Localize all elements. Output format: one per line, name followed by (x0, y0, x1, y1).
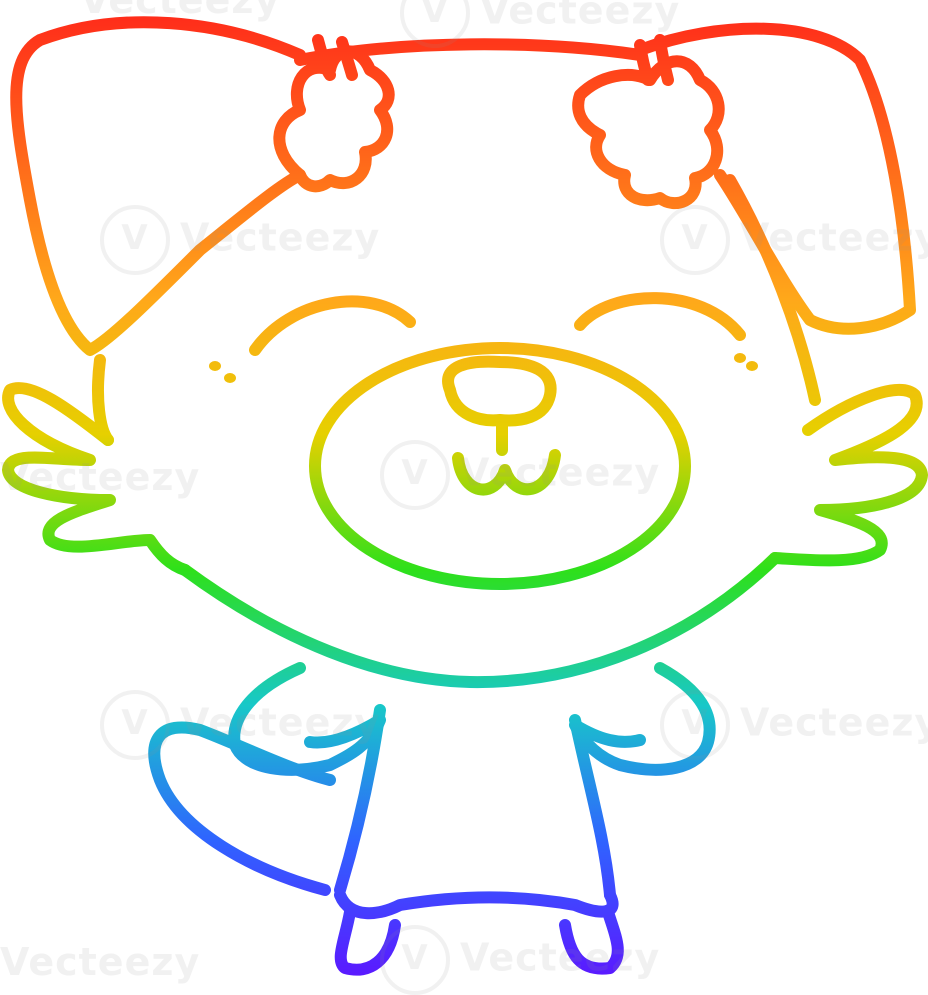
muzzle (309, 342, 691, 590)
freckle (209, 361, 221, 371)
right-leg (559, 906, 624, 975)
tail (148, 721, 336, 896)
right-arm (569, 662, 716, 776)
lower-face (179, 552, 781, 689)
left-paw (273, 45, 395, 193)
left-arm (228, 662, 386, 776)
mouth (452, 418, 561, 496)
left-ear (10, 16, 306, 356)
left-cheek-fur (2, 382, 191, 576)
nose (442, 355, 557, 427)
shirt-hem (334, 889, 619, 920)
freckle (746, 361, 758, 371)
right-paw (572, 55, 725, 210)
freckle (224, 373, 236, 383)
left-leg (334, 906, 401, 976)
right-eye (574, 292, 746, 341)
face-right-side (724, 174, 821, 406)
freckle (734, 353, 746, 363)
left-eye (249, 295, 416, 356)
right-cheek-fur (769, 383, 928, 567)
